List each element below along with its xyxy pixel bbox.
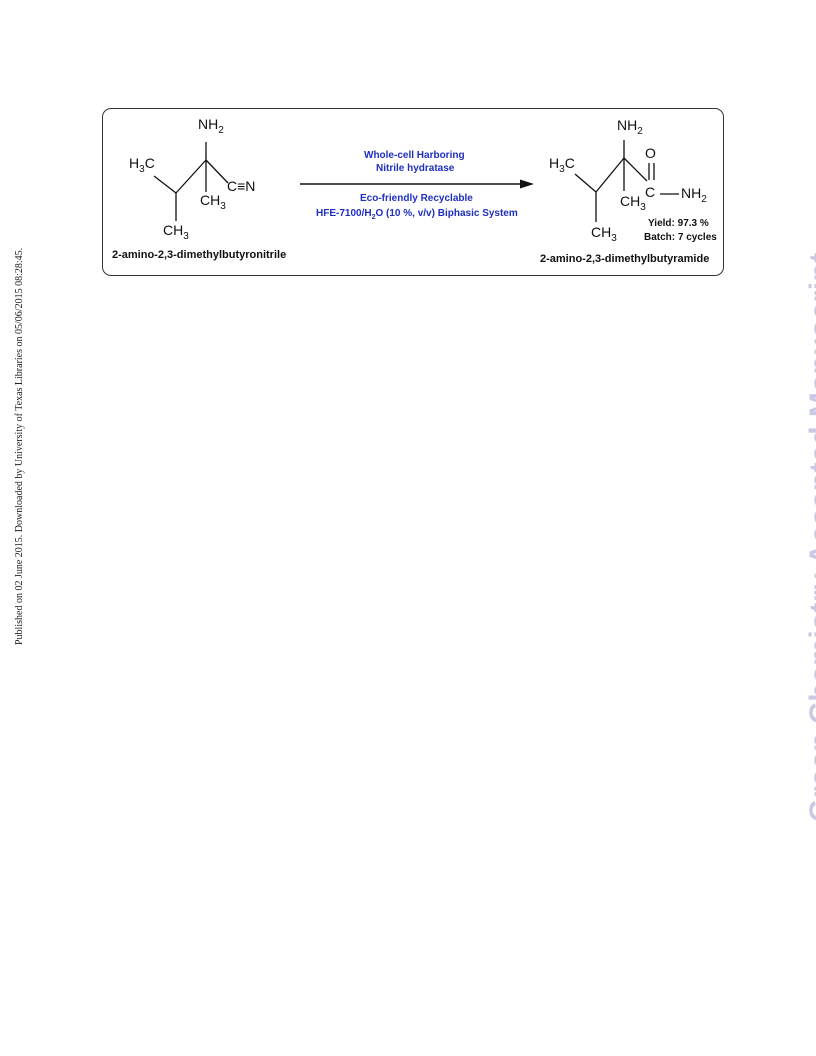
product-amino-group: NH2 <box>617 117 643 137</box>
condition-line-3: Eco-friendly Recyclable <box>360 193 473 204</box>
product-name: 2-amino-2,3-dimethylbutyramide <box>540 253 710 265</box>
reactant-methyl-bottom: CH3 <box>163 222 189 242</box>
reaction-scheme-frame <box>102 108 724 276</box>
reactant-name: 2-amino-2,3-dimethylbutyronitrile <box>112 249 287 261</box>
bond-c3-h3c-product <box>574 173 597 193</box>
reactant-nitrile-group: C≡N <box>227 178 256 194</box>
product-amide-group: NH2 <box>681 185 707 205</box>
condition-line-1: Whole-cell Harboring <box>364 150 465 161</box>
bond-c3-c2 <box>175 159 207 194</box>
product-methyl-left: H3C <box>549 155 575 175</box>
condition-line-2: Nitrile hydratase <box>376 163 455 174</box>
yield-label: Yield: 97.3 % <box>648 218 709 229</box>
journal-watermark: Green Chemistry Accepted Manuscript <box>804 252 816 822</box>
bond-c3-h3c <box>153 175 177 194</box>
download-notice: Published on 02 June 2015. Downloaded by… <box>14 247 25 645</box>
batch-label: Batch: 7 cycles <box>644 232 717 243</box>
condition-line-4: HFE-7100/H2O (10 %, v/v) Biphasic System <box>316 208 518 221</box>
bond-c2-cn <box>205 159 229 184</box>
product-carbonyl-oxygen: O <box>645 145 656 161</box>
reactant-amino-group: NH2 <box>198 116 224 136</box>
product-carbonyl-carbon: C <box>645 184 656 200</box>
reaction-arrow <box>300 179 534 189</box>
reactant-methyl-middle: CH3 <box>200 192 226 212</box>
reactant-methyl-left: H3C <box>129 155 155 175</box>
product-methyl-bottom: CH3 <box>591 224 617 244</box>
product-methyl-middle: CH3 <box>620 193 646 213</box>
reaction-scheme-bonds <box>153 140 679 222</box>
bond-c2-carbonyl <box>623 157 648 182</box>
bond-c3-c2-product <box>595 157 625 193</box>
